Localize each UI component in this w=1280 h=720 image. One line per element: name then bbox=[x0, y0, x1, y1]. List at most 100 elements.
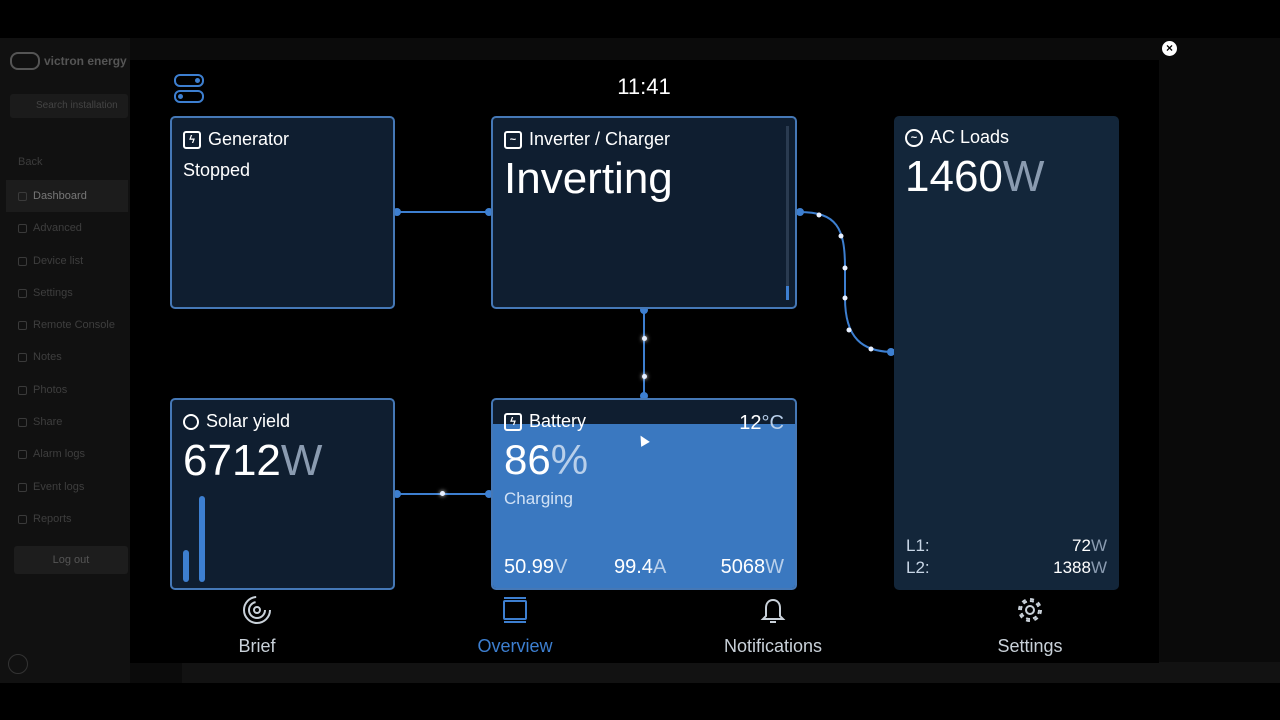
gui-panel: 11:41 ϟ Generator Stopped ~ Inverter / C… bbox=[130, 60, 1159, 663]
nav-overview-label: Overview bbox=[477, 636, 553, 656]
battery-voltage: 50.99V bbox=[504, 556, 567, 579]
solar-title-label: Solar yield bbox=[206, 411, 291, 431]
ac-loads-title-label: AC Loads bbox=[930, 127, 1010, 147]
battery-current-unit: A bbox=[652, 556, 667, 578]
flow-spark bbox=[642, 336, 647, 341]
battery-soc-unit: % bbox=[550, 436, 589, 483]
background-nav: Dashboard Advanced Device list Settings … bbox=[6, 180, 128, 535]
close-button[interactable]: × bbox=[1162, 41, 1177, 56]
sidebar-item-dashboard[interactable]: Dashboard bbox=[6, 180, 128, 213]
back-link[interactable]: Back bbox=[18, 156, 43, 168]
top-bar bbox=[0, 0, 1280, 38]
flow-spark bbox=[440, 491, 445, 496]
nav-brief[interactable]: Brief bbox=[167, 595, 347, 657]
battery-temp-number: 12 bbox=[739, 412, 762, 434]
brief-icon bbox=[243, 596, 271, 624]
inverter-icon: ~ bbox=[504, 130, 522, 149]
generator-title: ϟ Generator bbox=[183, 129, 289, 150]
battery-temp-unit: °C bbox=[761, 412, 784, 434]
flow-spark bbox=[642, 374, 647, 379]
brand-name: victron energy bbox=[44, 54, 127, 68]
nav-notifications-label: Notifications bbox=[723, 636, 823, 656]
battery-tile[interactable]: ϟ Battery 12°C 86% Charging 50.99V 99.4A… bbox=[491, 398, 797, 590]
phase-l2-label: L2: bbox=[906, 558, 930, 577]
phase-l1-label: L1: bbox=[906, 536, 930, 555]
nav-overview[interactable]: Overview bbox=[425, 595, 605, 657]
phase-l2-value: 1388W bbox=[1053, 558, 1107, 578]
battery-temperature: 12°C bbox=[739, 412, 784, 435]
connector-dot bbox=[393, 208, 401, 216]
inverter-title-label: Inverter / Charger bbox=[529, 129, 671, 149]
wire-inverter-acloads bbox=[797, 208, 895, 356]
victron-logo-icon bbox=[10, 52, 40, 70]
solar-tile[interactable]: Solar yield 6712W bbox=[170, 398, 395, 590]
connector-dot bbox=[485, 490, 493, 498]
sidebar-item-remote-console[interactable]: Remote Console bbox=[6, 309, 128, 341]
background-bottom-bar bbox=[182, 662, 1280, 683]
connector-dot bbox=[640, 306, 648, 314]
nav-settings[interactable]: Settings bbox=[940, 595, 1120, 657]
inverter-tile[interactable]: ~ Inverter / Charger Inverting bbox=[491, 116, 797, 309]
battery-soc: 86% bbox=[504, 436, 588, 484]
nav-notifications[interactable]: Notifications bbox=[683, 595, 863, 657]
phase-l1-value: 72W bbox=[1072, 536, 1107, 556]
ac-loads-value: 1460W bbox=[905, 152, 1044, 202]
battery-title-label: Battery bbox=[529, 411, 587, 431]
logout-button[interactable]: Log out bbox=[14, 546, 128, 574]
connector-dot bbox=[640, 392, 648, 400]
battery-voltage-number: 50.99 bbox=[504, 556, 555, 578]
wire-generator-inverter bbox=[395, 211, 491, 213]
phase-l2-number: 1388 bbox=[1053, 558, 1091, 577]
ac-loads-number: 1460 bbox=[905, 152, 1003, 201]
sidebar-item-advanced[interactable]: Advanced bbox=[6, 212, 128, 244]
nav-settings-label: Settings bbox=[997, 636, 1063, 656]
nav-brief-label: Brief bbox=[238, 636, 276, 656]
generator-icon: ϟ bbox=[183, 130, 201, 149]
sidebar-item-notes[interactable]: Notes bbox=[6, 341, 128, 373]
phase-l2-unit: W bbox=[1090, 558, 1107, 577]
sidebar-item-settings[interactable]: Settings bbox=[6, 277, 128, 309]
connector-dot bbox=[485, 208, 493, 216]
toggle-panel-icon[interactable] bbox=[174, 74, 204, 104]
search-input[interactable]: Search installation bbox=[10, 94, 128, 118]
battery-power-number: 5068 bbox=[720, 556, 766, 578]
solar-history-bar bbox=[183, 550, 189, 582]
battery-icon: ϟ bbox=[504, 412, 522, 431]
ac-loads-title: ~ AC Loads bbox=[905, 127, 1009, 148]
inverter-scroll-thumb[interactable] bbox=[786, 286, 789, 300]
battery-power-unit: W bbox=[765, 556, 784, 578]
inverter-scrollbar[interactable] bbox=[786, 126, 789, 300]
battery-soc-number: 86 bbox=[504, 436, 551, 483]
sidebar-item-reports[interactable]: Reports bbox=[6, 503, 128, 535]
battery-voltage-unit: V bbox=[554, 556, 568, 578]
brand-logo: victron energy bbox=[10, 52, 127, 70]
battery-title: ϟ Battery bbox=[504, 411, 586, 432]
ac-loads-unit: W bbox=[1002, 152, 1045, 201]
battery-power: 5068W bbox=[721, 556, 784, 579]
background-right-panel bbox=[1160, 38, 1280, 683]
gear-icon bbox=[1018, 598, 1042, 622]
generator-status: Stopped bbox=[183, 160, 251, 180]
overview-icon bbox=[503, 597, 527, 623]
battery-current-number: 99.4 bbox=[614, 556, 653, 578]
wire-inverter-battery bbox=[643, 309, 645, 398]
inverter-state: Inverting bbox=[504, 154, 673, 203]
battery-current: 99.4A bbox=[614, 556, 666, 579]
solar-number: 6712 bbox=[183, 436, 281, 485]
solar-value: 6712W bbox=[183, 436, 322, 486]
solar-title: Solar yield bbox=[183, 411, 290, 432]
solar-history-bar bbox=[199, 496, 205, 582]
sidebar-item-photos[interactable]: Photos bbox=[6, 374, 128, 406]
bell-icon bbox=[760, 598, 786, 623]
sidebar-item-share[interactable]: Share bbox=[6, 406, 128, 438]
connector-dot bbox=[393, 490, 401, 498]
sidebar-item-event-logs[interactable]: Event logs bbox=[6, 471, 128, 503]
ac-loads-tile[interactable]: ~ AC Loads 1460W L1: 72W L2: 1388W bbox=[894, 116, 1119, 590]
sidebar-item-alarm-logs[interactable]: Alarm logs bbox=[6, 438, 128, 470]
sidebar-item-device-list[interactable]: Device list bbox=[6, 245, 128, 277]
generator-tile[interactable]: ϟ Generator Stopped bbox=[170, 116, 395, 309]
console-icon[interactable] bbox=[8, 654, 28, 674]
phase-l1-unit: W bbox=[1090, 536, 1107, 555]
sun-icon bbox=[183, 413, 199, 430]
battery-status: Charging bbox=[504, 489, 573, 508]
